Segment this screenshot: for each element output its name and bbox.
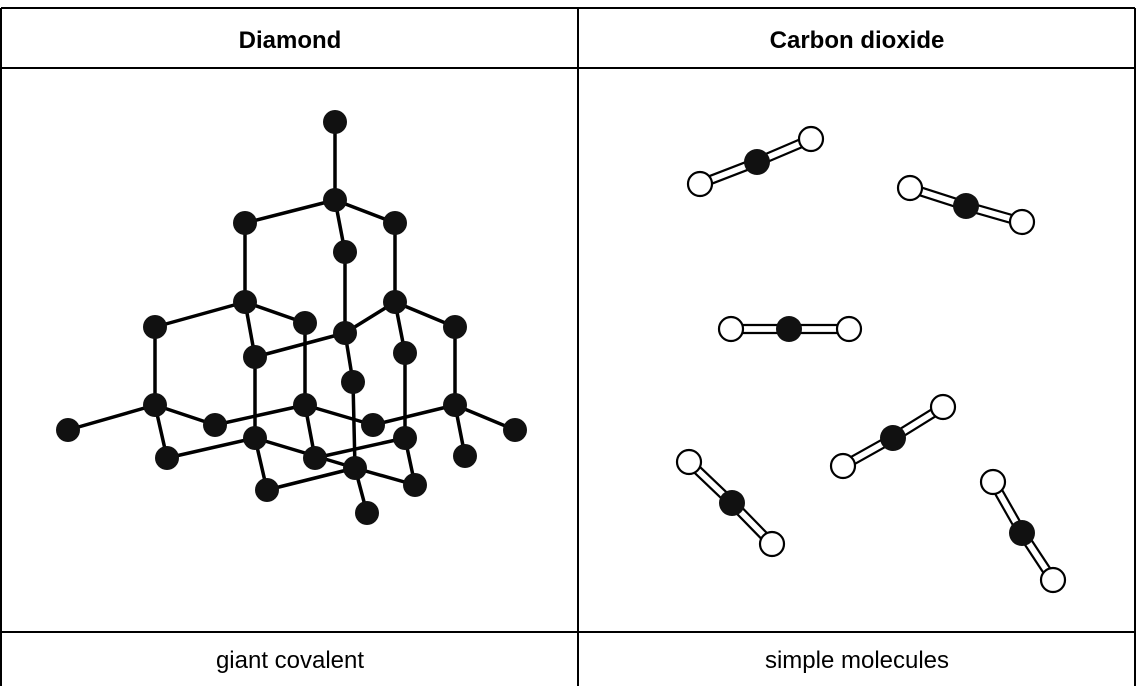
oxygen-atom [686,170,714,198]
carbon-atom [355,501,379,525]
carbon-atom [1009,520,1035,546]
carbon-atom [744,149,770,175]
carbon-atom [383,211,407,235]
carbon-atom [56,418,80,442]
carbon-atom [361,413,385,437]
oxygen-atom [717,315,745,343]
co2-molecule [896,174,1036,236]
oxygen-atom [829,452,857,480]
oxygen-atom [979,468,1007,496]
co2-molecule [829,393,957,480]
carbon-atom [143,315,167,339]
oxygen-atom [896,174,924,202]
carbon-bond [66,403,157,432]
footer-simple-molecules: simple molecules [765,647,949,674]
carbon-atom [880,425,906,451]
carbon-atom [443,393,467,417]
carbon-atom [323,110,347,134]
carbon-atom [233,211,257,235]
diamond-lattice-diagram [56,110,527,525]
oxygen-atom [1039,566,1067,594]
carbon-bond [153,300,247,329]
carbon-atom [143,393,167,417]
oxygen-atom [835,315,863,343]
carbon-atom [255,478,279,502]
carbon-atom [719,490,745,516]
carbon-atom [155,446,179,470]
footer-giant-covalent: giant covalent [216,647,364,674]
carbon-atom [393,426,417,450]
carbon-atom [333,240,357,264]
carbon-atom [333,321,357,345]
carbon-atom [323,188,347,212]
oxygen-atom [675,448,703,476]
header-carbon-dioxide: Carbon dioxide [770,27,945,54]
carbon-atom [403,473,427,497]
co2-molecule [675,448,786,558]
carbon-atom [243,345,267,369]
co2-molecule [686,125,825,198]
carbon-bond [253,331,347,359]
carbon-atom [953,193,979,219]
carbon-bond [213,403,307,427]
oxygen-atom [797,125,825,153]
carbon-atom [776,316,802,342]
header-diamond: Diamond [239,27,342,54]
carbon-bond [243,198,337,225]
carbon-atom [453,444,477,468]
carbon-atom [233,290,257,314]
carbon-bond [313,436,407,460]
co2-molecule [717,315,863,343]
table-frame [0,7,1136,686]
oxygen-atom [758,530,786,558]
carbon-atom [393,341,417,365]
carbon-atom [443,315,467,339]
carbon-atom [383,290,407,314]
carbon-atom [243,426,267,450]
carbon-bond [265,466,357,492]
carbon-bond [371,403,457,427]
oxygen-atom [1008,208,1036,236]
carbon-dioxide-molecules-diagram [675,125,1067,594]
carbon-atom [293,311,317,335]
co2-molecule [979,468,1067,594]
carbon-atom [203,413,227,437]
carbon-atom [343,456,367,480]
carbon-atom [503,418,527,442]
carbon-bond [351,380,357,470]
oxygen-atom [929,393,957,421]
carbon-atom [293,393,317,417]
carbon-atom [303,446,327,470]
carbon-bond [165,436,257,460]
carbon-atom [341,370,365,394]
